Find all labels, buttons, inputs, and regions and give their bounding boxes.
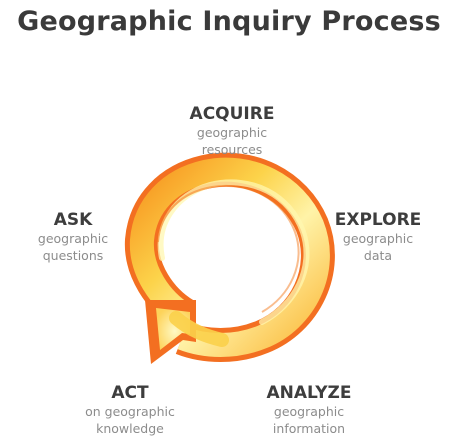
step-analyze-line2: information	[272, 421, 346, 436]
step-analyze-line1: geographic	[273, 404, 345, 419]
step-acquire-line2: resources	[201, 142, 263, 157]
step-analyze: ANALYZE geographic information	[234, 383, 384, 437]
step-explore: EXPLORE geographic data	[303, 210, 453, 264]
step-ask-line1: geographic	[37, 231, 109, 246]
step-acquire: ACQUIRE geographic resources	[157, 104, 307, 158]
step-act: ACT on geographic knowledge	[55, 383, 205, 437]
cycle-band	[124, 152, 335, 362]
step-ask: ASK geographic questions	[0, 210, 148, 264]
step-act-name: ACT	[111, 383, 149, 403]
step-acquire-name: ACQUIRE	[189, 104, 275, 124]
step-act-line1: on geographic	[85, 404, 175, 419]
page-title: Geographic Inquiry Process	[17, 6, 441, 37]
step-explore-line1: geographic	[342, 231, 414, 246]
step-ask-line2: questions	[42, 248, 104, 263]
step-acquire-line1: geographic	[196, 125, 268, 140]
step-analyze-name: ANALYZE	[266, 383, 352, 403]
step-act-line2: knowledge	[96, 421, 164, 436]
step-ask-name: ASK	[53, 210, 93, 230]
step-explore-line2: data	[363, 248, 393, 263]
step-explore-name: EXPLORE	[334, 210, 422, 230]
